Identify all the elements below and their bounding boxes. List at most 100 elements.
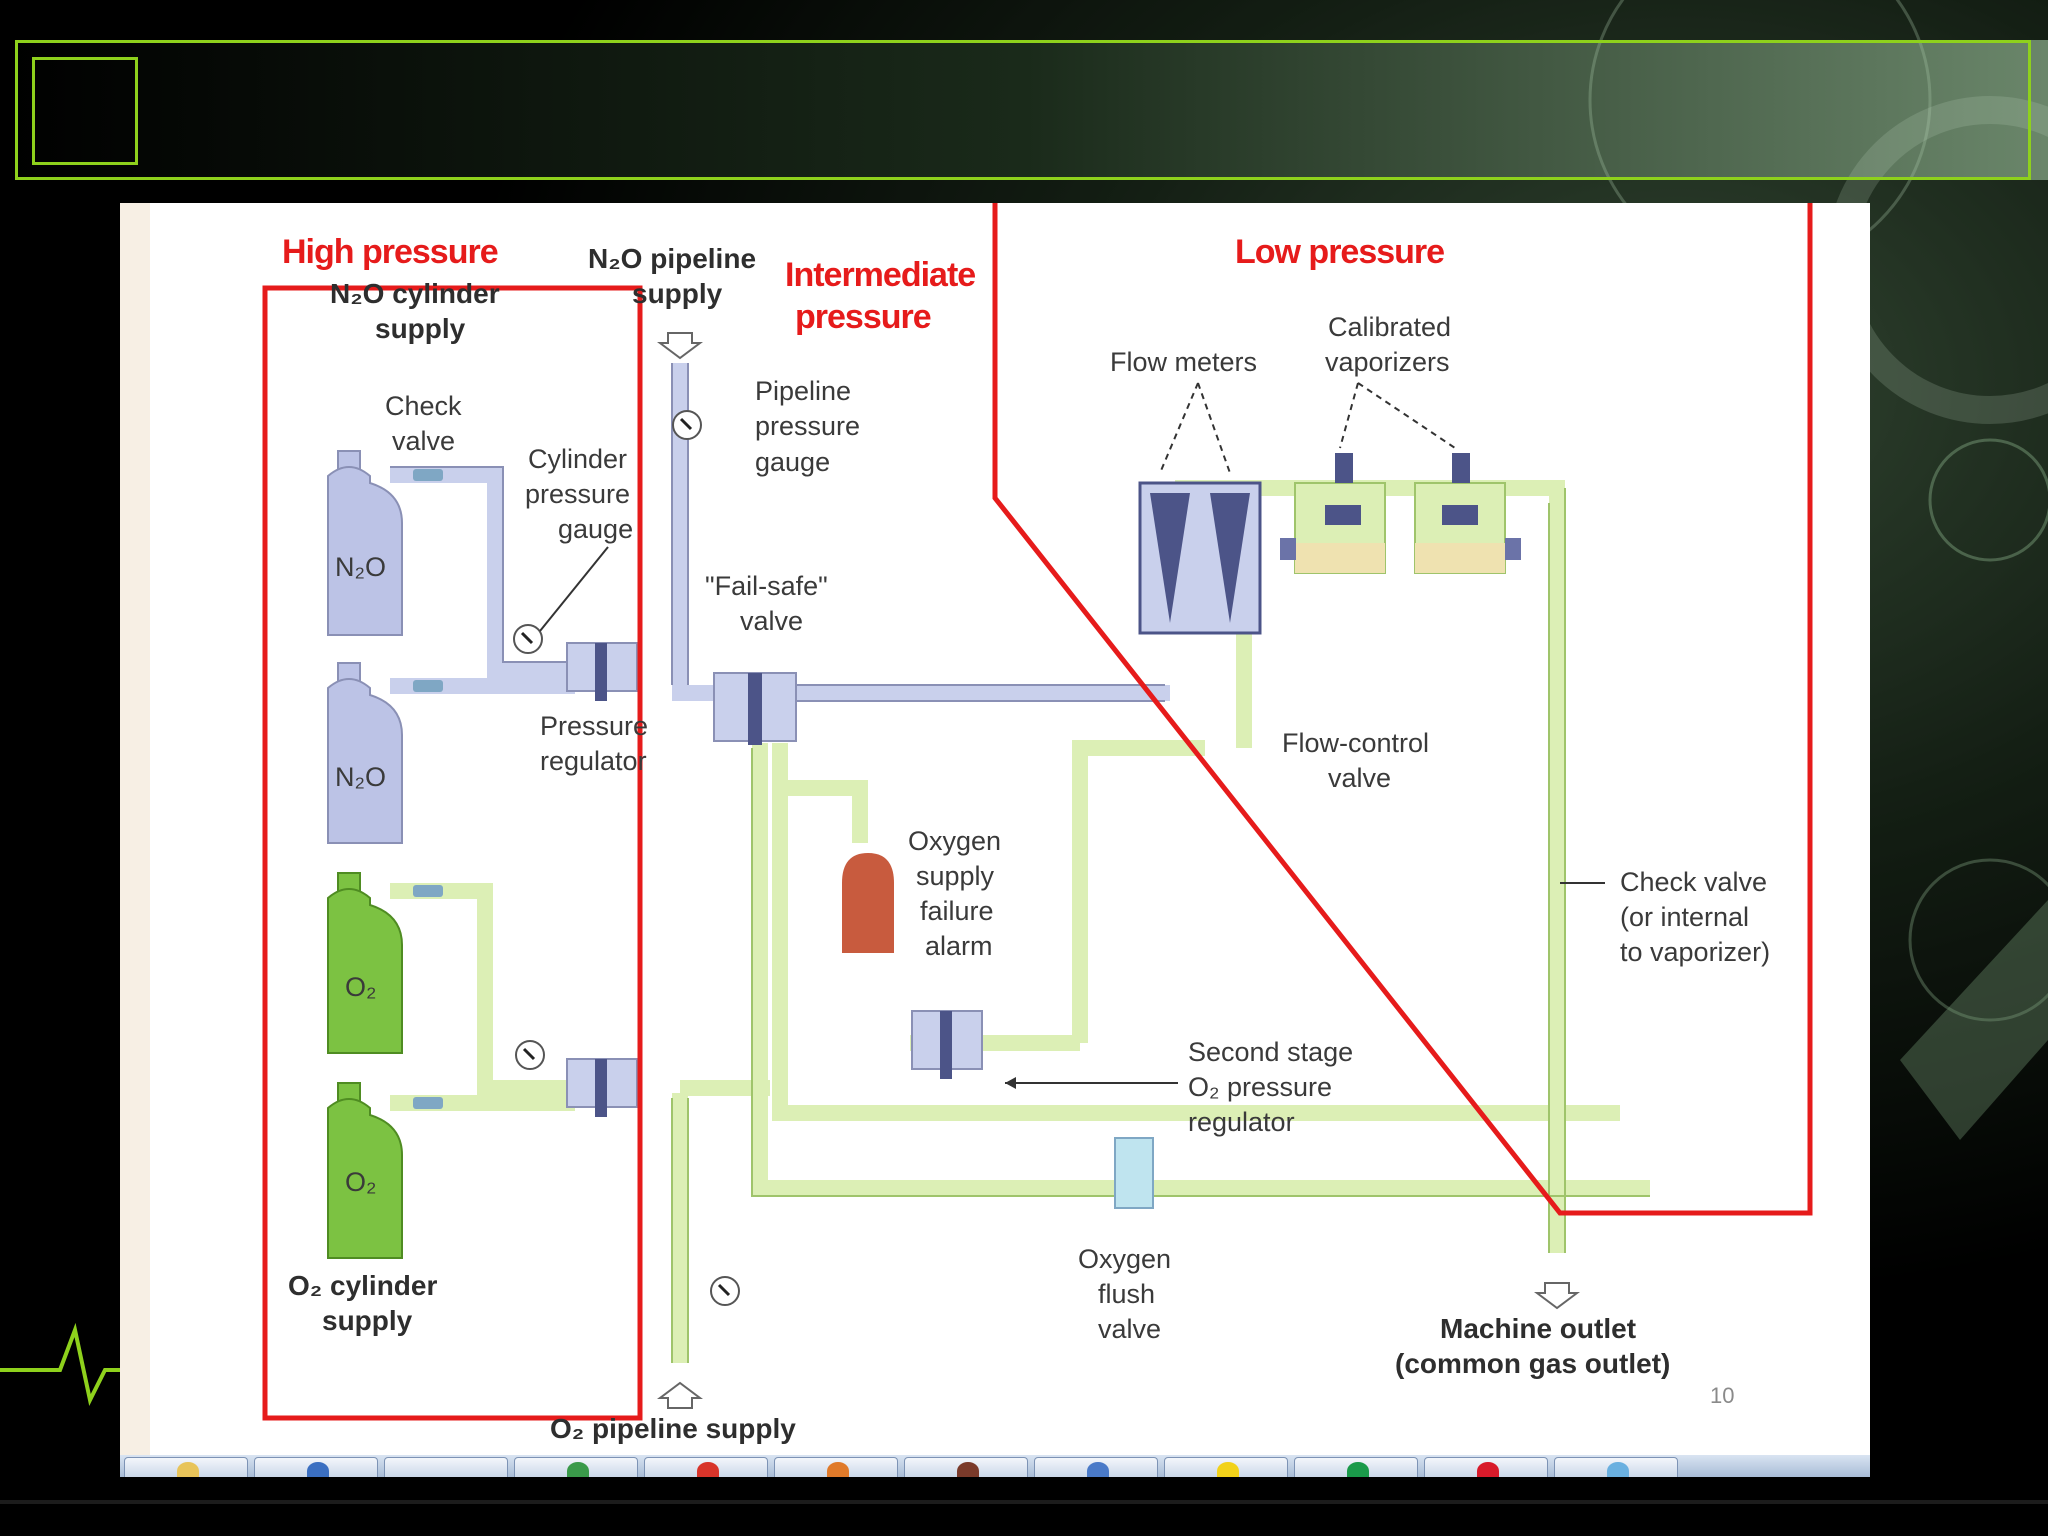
n2o-cylinder-label: supply xyxy=(375,313,466,344)
monitor-icon xyxy=(1087,1462,1109,1477)
decor-circle xyxy=(1928,438,2048,562)
second-stage-label: Second stage xyxy=(1188,1037,1353,1067)
low-pressure-zone xyxy=(992,203,1813,1216)
high-pressure-zone xyxy=(262,285,643,1421)
window-icon xyxy=(307,1462,329,1477)
tool-icon xyxy=(1607,1462,1629,1477)
taskbar-button[interactable] xyxy=(1554,1457,1678,1477)
flush-valve-icon xyxy=(1114,1137,1154,1209)
o2-piping xyxy=(390,480,1650,1363)
vaporizers-label: vaporizers xyxy=(1325,347,1450,377)
failsafe-valve-label: "Fail-safe" xyxy=(705,571,828,601)
cylinder-label: N₂O xyxy=(335,762,386,792)
flow-control-label: Flow-control xyxy=(1282,728,1429,758)
zone-label-intermediate: pressure xyxy=(795,298,931,336)
o2-alarm-label: failure xyxy=(920,896,994,926)
taskbar-button[interactable] xyxy=(904,1457,1028,1477)
cylinder-label: O₂ xyxy=(345,1167,376,1197)
o2-alarm-label: supply xyxy=(916,861,995,891)
globe-icon xyxy=(1347,1462,1369,1477)
check-valve-label: valve xyxy=(392,426,455,456)
o2-alarm-label: alarm xyxy=(925,931,993,961)
leader-lines xyxy=(539,546,1605,1084)
cylinder-label: N₂O xyxy=(335,552,386,582)
cylinder-check-valves xyxy=(413,469,443,1109)
cylinder-label: O₂ xyxy=(345,972,376,1002)
n2o-pipeline-label: N₂O pipeline xyxy=(588,243,756,274)
machine-outlet-label: (common gas outlet) xyxy=(1395,1348,1670,1379)
o2-pipeline-label: O₂ pipeline supply xyxy=(550,1413,796,1444)
cylinder-gauge-label: Cylinder xyxy=(528,444,627,474)
ball-icon xyxy=(697,1462,719,1477)
pressure-regulator-label: Pressure xyxy=(540,711,648,741)
ecg-line xyxy=(0,1322,120,1406)
flow-control-label: valve xyxy=(1328,763,1391,793)
taskbar-button[interactable] xyxy=(774,1457,898,1477)
diagram-panel: N₂O N₂O O₂ O₂ xyxy=(120,203,1870,1475)
n2o-cylinder-top xyxy=(327,450,403,636)
zone-outlines xyxy=(262,203,1813,1421)
taskbar-button[interactable] xyxy=(254,1457,378,1477)
second-stage-label: regulator xyxy=(1188,1107,1295,1137)
check-valve-right-label: to vaporizer) xyxy=(1620,937,1770,967)
pressure-gauges xyxy=(513,410,740,1306)
second-stage-label: O₂ pressure xyxy=(1188,1072,1332,1102)
taskbar-button[interactable] xyxy=(1164,1457,1288,1477)
vaporizers xyxy=(1280,453,1521,574)
machine-outlet-label: Machine outlet xyxy=(1440,1313,1636,1344)
syringe-decor xyxy=(1900,900,2048,1140)
o2-cylinder-top xyxy=(327,872,403,1054)
vaporizers-label: Calibrated xyxy=(1328,312,1451,342)
bottom-divider xyxy=(0,1500,2048,1504)
check-valve-right-label: Check valve xyxy=(1620,867,1767,897)
zone-label-intermediate: Intermediate xyxy=(785,256,975,294)
n2o-pipeline-label: supply xyxy=(632,278,723,309)
alarm-bottle xyxy=(842,853,894,953)
slides-icon xyxy=(827,1462,849,1477)
pointer-lines xyxy=(1159,382,1456,474)
gauge-needles xyxy=(520,417,731,1297)
flow-meters-label: Flow meters xyxy=(1110,347,1257,377)
title-square xyxy=(32,57,138,165)
cylinder-gauge-label: pressure xyxy=(525,479,630,509)
taskbar-button[interactable] xyxy=(1424,1457,1548,1477)
taskbar-button[interactable] xyxy=(514,1457,638,1477)
pipeline-gauge-label: pressure xyxy=(755,411,860,441)
failsafe-valve-label: valve xyxy=(740,606,803,636)
taskbar-button[interactable] xyxy=(384,1457,508,1477)
taskbar-button[interactable] xyxy=(124,1457,248,1477)
panel-edge xyxy=(120,203,150,1475)
red-icon xyxy=(1477,1462,1499,1477)
o2-cylinder-label: supply xyxy=(322,1305,413,1336)
decor-circle xyxy=(1908,858,2048,1022)
app-icon xyxy=(957,1462,979,1477)
zone-label-low: Low pressure xyxy=(1235,233,1444,271)
n2o-cylinder-label: N₂O cylinder xyxy=(330,278,500,309)
anesthesia-machine-diagram: N₂O N₂O O₂ O₂ xyxy=(120,203,1813,1475)
cylinder-gauge-label: gauge xyxy=(558,514,633,544)
check-valve-right-label: (or internal xyxy=(1620,902,1749,932)
o2-alarm-label: Oxygen xyxy=(908,826,1001,856)
pipeline-gauge-label: Pipeline xyxy=(755,376,851,406)
flush-valve-label: valve xyxy=(1098,1314,1161,1344)
smiley-icon xyxy=(1217,1462,1239,1477)
flow-arrows xyxy=(657,332,1580,1409)
o2-piping-outline xyxy=(671,488,1650,1363)
chart-icon xyxy=(567,1462,589,1477)
taskbar-button[interactable] xyxy=(1294,1457,1418,1477)
o2-cylinder-label: O₂ cylinder xyxy=(288,1270,437,1301)
title-frame xyxy=(15,40,2031,180)
pressure-regulator-label: regulator xyxy=(540,746,647,776)
check-valve-label: Check xyxy=(385,391,462,421)
taskbar-button[interactable] xyxy=(644,1457,768,1477)
folder-icon xyxy=(177,1462,199,1477)
zone-label-high: High pressure xyxy=(282,233,498,271)
o2-cylinder-bottom xyxy=(327,1082,403,1259)
taskbar-button[interactable] xyxy=(1034,1457,1158,1477)
page-number: 10 xyxy=(1710,1383,1734,1408)
flow-meters xyxy=(1138,481,1262,635)
pipeline-gauge-label: gauge xyxy=(755,447,830,477)
pressure-regulators xyxy=(566,642,983,1117)
n2o-cylinder-bottom xyxy=(327,662,403,844)
arrow-head xyxy=(1005,1077,1016,1089)
